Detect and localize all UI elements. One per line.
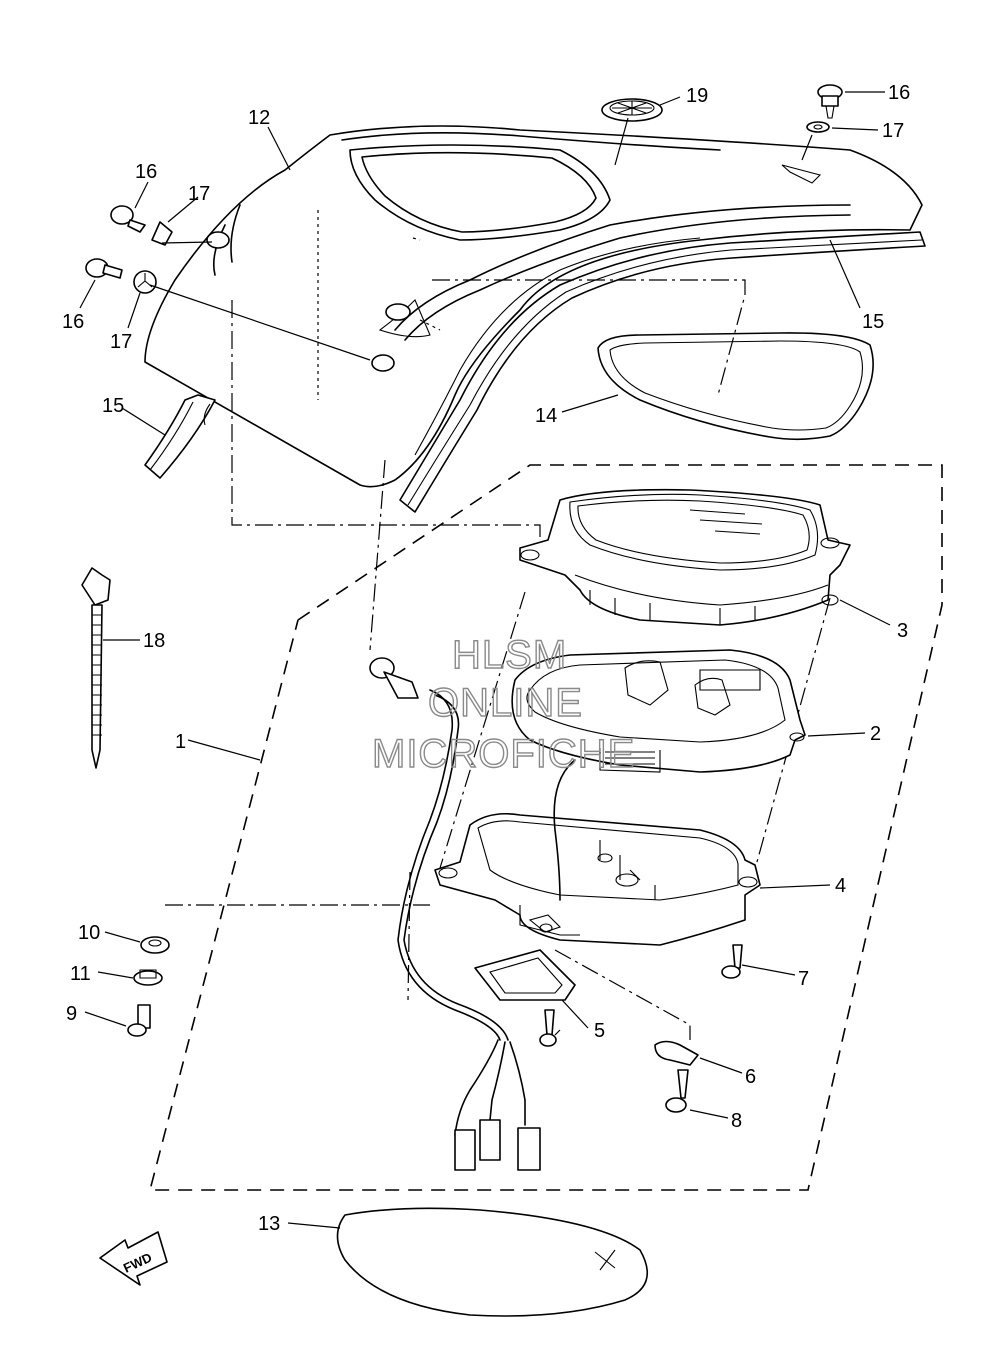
watermark-line-2: ONLINE: [428, 681, 583, 725]
cable-tie-part-18: [81, 567, 111, 769]
callout-17-top: 17: [882, 120, 904, 142]
callout-8: 8: [731, 1110, 742, 1132]
callout-9: 9: [66, 1003, 77, 1025]
watermark: HLSM ONLINE MICROFICHE: [371, 632, 635, 776]
bolt-part-9: [127, 1004, 151, 1037]
watermark-line-1: HLSM: [452, 633, 567, 677]
callout-16-left-lower: 16: [62, 311, 84, 333]
callout-14: 14: [535, 405, 557, 427]
callout-16-left-upper: 16: [135, 161, 157, 183]
grommet-part-19: [601, 98, 663, 122]
screw-part-16-top: [817, 84, 843, 119]
callout-12: 12: [248, 107, 270, 129]
grommet-part-10: [140, 936, 170, 954]
callout-6: 6: [745, 1066, 756, 1088]
screw-part-16-left-upper: [110, 205, 146, 233]
collar-part-11: [133, 969, 163, 986]
callout-10: 10: [78, 922, 100, 944]
washer-part-17-top: [806, 121, 830, 133]
washer-part-17-left-lower: [133, 270, 157, 294]
callout-2: 2: [870, 723, 881, 745]
callout-19: 19: [686, 85, 708, 107]
grommet-mounts: [206, 231, 411, 372]
meter-lens-case-part-3: [519, 488, 851, 626]
trim-left-part-15: [144, 394, 216, 479]
screw-part-7: [721, 944, 743, 979]
callout-16-top: 16: [888, 82, 910, 104]
meter-unit-part-2: [511, 649, 806, 773]
callout-5: 5: [594, 1020, 605, 1042]
trim-right-part-15: [399, 231, 926, 513]
assembly-guide-lines: [165, 279, 831, 1040]
forward-arrow-icon: FWD: [99, 1231, 168, 1286]
label-sticker-part-13: [336, 1207, 649, 1317]
callout-15-right: 15: [862, 311, 884, 333]
callout-leaders: [79, 91, 891, 1229]
callout-17-left-upper: 17: [188, 183, 210, 205]
meter-assembly-boundary-part-1: [148, 464, 943, 1191]
callout-13: 13: [258, 1213, 280, 1235]
callout-18: 18: [143, 630, 165, 652]
callout-labels: 19 16 17 12 16 17 16 17 15 15 14 3 18 2 …: [62, 82, 910, 1235]
bracket-part-5: [474, 949, 576, 1001]
wiring-harness: [369, 657, 576, 1171]
callout-11: 11: [70, 963, 91, 985]
screw-part-8: [665, 1069, 689, 1113]
clamp-part-6: [654, 1040, 699, 1066]
screw-part-5: [539, 1009, 557, 1047]
gasket-part-14: [597, 332, 874, 441]
callout-3: 3: [897, 620, 908, 642]
meter-lower-case-part-4: [434, 812, 761, 946]
callout-1: 1: [175, 731, 186, 753]
watermark-line-3: MICROFICHE: [372, 732, 635, 776]
callout-17-left-lower: 17: [110, 331, 132, 353]
screw-part-16-left-lower: [85, 258, 123, 279]
callout-4: 4: [835, 875, 846, 897]
callout-15-left: 15: [102, 395, 124, 417]
callout-7: 7: [798, 968, 809, 990]
washer-part-17-left-upper: [151, 221, 173, 246]
